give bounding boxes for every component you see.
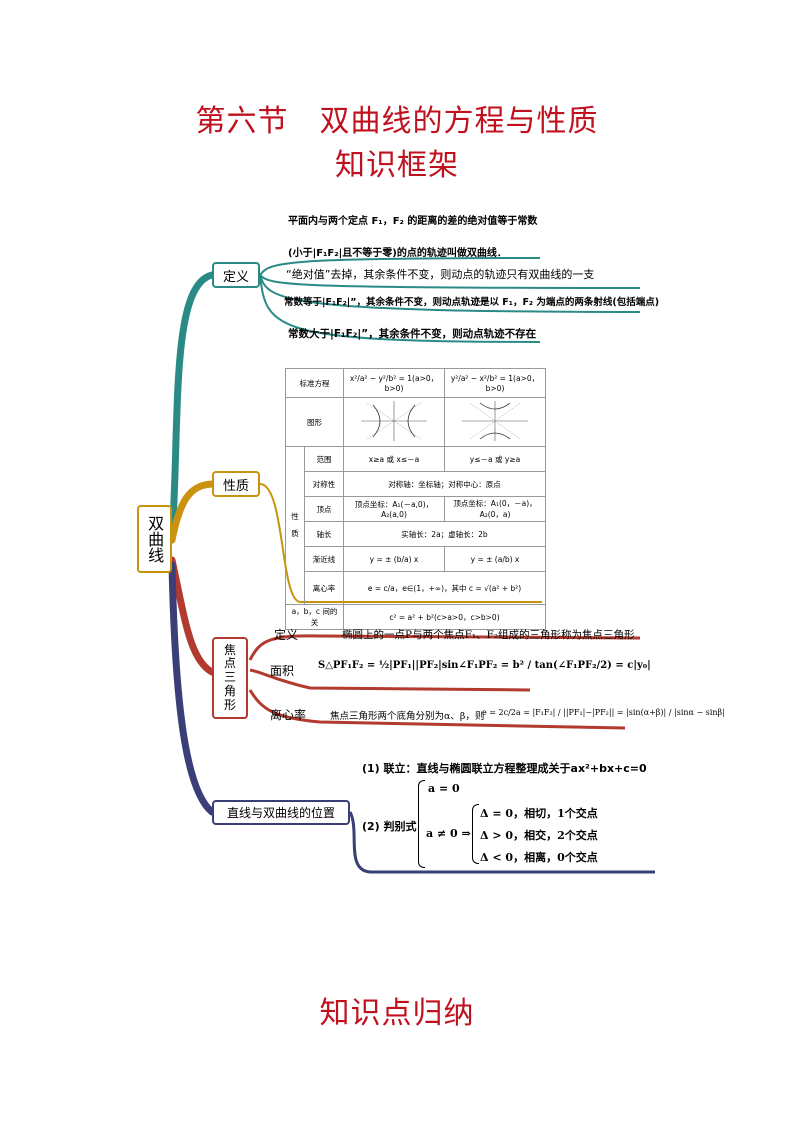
- focal-def-text: 椭圆上的一点P与两个焦点F₁、F₂组成的三角形称为焦点三角形: [342, 629, 635, 641]
- focal-ecc-text: 焦点三角形两个底角分别为α、β，则: [330, 711, 485, 722]
- property-side-label: 性 质: [285, 446, 305, 605]
- row-asymptote-2: y = ± (a/b) x: [444, 546, 546, 572]
- definition-line-1: 平面内与两个定点 F₁，F₂ 的距离的差的绝对值等于常数: [288, 216, 538, 227]
- line-position-node[interactable]: 直线与双曲线的位置: [212, 800, 350, 825]
- definition-line-4: 常数等于|F₁F₂|”，其余条件不变，则动点轨迹是以 F₁，F₂ 为端点的两条射…: [284, 297, 660, 308]
- std-eq-label: 标准方程: [285, 368, 344, 398]
- definition-line-3: “绝对值”去掉，其余条件不变，则动点的轨迹只有双曲线的一支: [286, 268, 595, 281]
- row-vertex-1: 顶点坐标：A₁(－a,0)，A₂(a,0): [343, 496, 445, 522]
- definition-line-5: 常数大于|F₁F₂|”，其余条件不变，则动点轨迹不存在: [288, 328, 537, 340]
- focal-ecc-label: 离心率: [270, 708, 307, 722]
- abc-label: a，b，c 间的关: [285, 604, 344, 630]
- focal-area-formula: S△PF₁F₂ = ½|PF₁||PF₂|sin∠F₁PF₂ = b² / ta…: [318, 660, 651, 671]
- focal-triangle-node[interactable]: 焦 点 三 角 形: [212, 637, 248, 719]
- definition-node[interactable]: 定义: [212, 262, 260, 288]
- properties-table: 标准方程 x²/a² − y²/b² = 1(a>0，b>0) y²/a² − …: [285, 368, 546, 630]
- case-separate: Δ < 0，相离，0个交点: [480, 851, 598, 864]
- focal-def-label: 定义: [274, 628, 299, 642]
- row-asymptote-label: 渐近线: [304, 546, 344, 572]
- page-subtitle: 知识框架: [335, 148, 459, 183]
- root-node[interactable]: 双曲线: [137, 505, 172, 573]
- row-eccentricity: e = c/a，e∈(1，+∞)，其中 c = √(a² + b²): [343, 571, 546, 605]
- row-symmetry: 对称轴：坐标轴；对称中心：原点: [343, 471, 546, 497]
- case-brace-outer: [418, 780, 425, 868]
- hyperbola-vertical-graph: [462, 401, 528, 441]
- row-axis-label: 轴长: [304, 521, 344, 547]
- graph-2: [444, 397, 546, 447]
- focal-area-label: 面积: [270, 664, 295, 678]
- abc-relation: c² = a² + b²(c>a>0，c>b>0): [343, 604, 546, 630]
- graph-label: 图形: [285, 397, 344, 447]
- page-title: 第六节 双曲线的方程与性质: [195, 104, 599, 139]
- row-range-label: 范围: [304, 446, 344, 472]
- line-step-2: (2) 判别式: [362, 820, 417, 833]
- case-a-nonzero: a ≠ 0 ⇒: [426, 827, 471, 840]
- row-vertex-2: 顶点坐标：A₁(0，－a)，A₂(0，a): [444, 496, 546, 522]
- row-eccentricity-label: 离心率: [304, 571, 344, 605]
- case-tangent: Δ = 0，相切，1个交点: [480, 807, 598, 820]
- case-intersect: Δ > 0，相交，2个交点: [480, 829, 598, 842]
- graph-1: [343, 397, 445, 447]
- hyperbola-horizontal-graph: [361, 401, 427, 441]
- line-step-1: (1) 联立：直线与椭圆联立方程整理成关于ax²+bx+c=0: [362, 762, 647, 775]
- properties-node[interactable]: 性质: [212, 471, 260, 497]
- row-asymptote-1: y = ± (b/a) x: [343, 546, 445, 572]
- row-symmetry-label: 对称性: [304, 471, 344, 497]
- row-range-1: x≥a 或 x≤－a: [343, 446, 445, 472]
- std-eq-1: x²/a² − y²/b² = 1(a>0，b>0): [343, 368, 445, 398]
- root-label: 双曲线: [145, 515, 165, 563]
- row-range-2: y≤－a 或 y≥a: [444, 446, 546, 472]
- std-eq-2: y²/a² − x²/b² = 1(a>0，b>0): [444, 368, 546, 398]
- section-title: 知识点归纳: [319, 996, 475, 1031]
- row-vertex-label: 顶点: [304, 496, 344, 522]
- focal-ecc-formula: e = 2c/2a = |F₁F₂| / ||PF₁|−|PF₂|| = |si…: [482, 708, 725, 717]
- row-axis: 实轴长：2a；虚轴长：2b: [343, 521, 546, 547]
- case-brace-inner: [472, 804, 479, 864]
- definition-line-2: (小于|F₁F₂|且不等于零)的点的轨迹叫做双曲线．: [288, 248, 507, 259]
- case-a-zero: a = 0: [428, 782, 460, 795]
